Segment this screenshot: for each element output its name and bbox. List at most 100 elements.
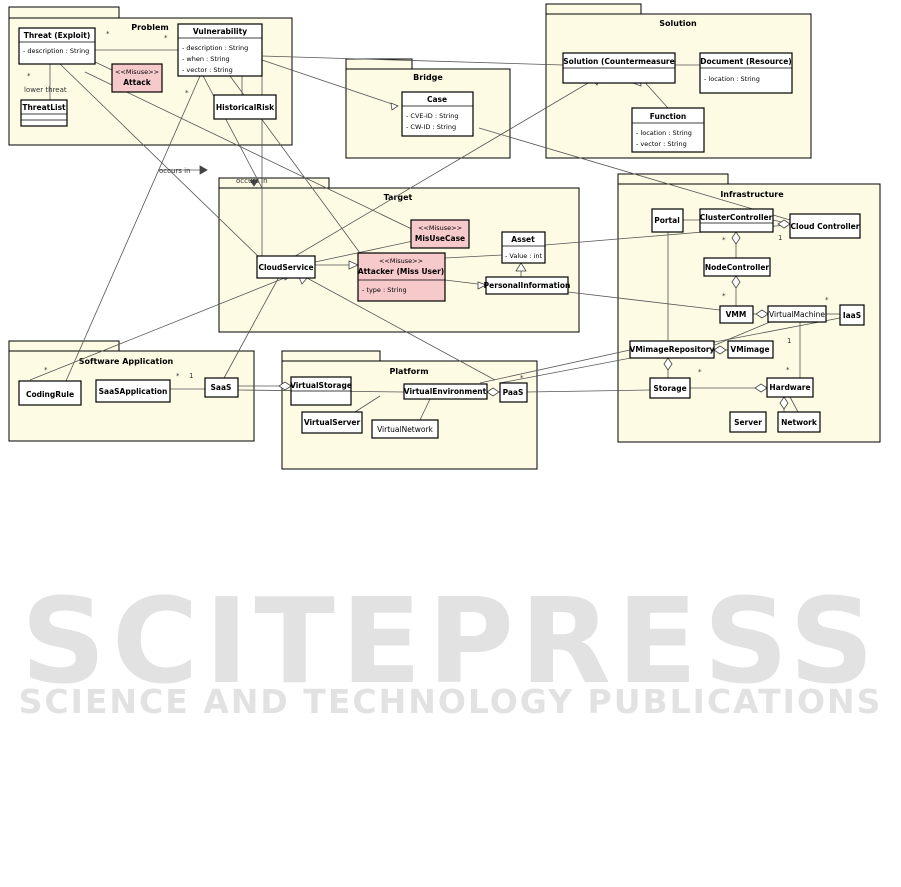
package-platform: Platform	[281, 350, 538, 470]
multiplicity-label: *	[185, 89, 189, 97]
class-attribute: - location : String	[704, 75, 760, 83]
class-misusecase[interactable]: <<Misuse>> MisUseCase	[410, 219, 470, 249]
class-name: Attacker (Miss User)	[358, 267, 444, 276]
package-title: Target	[384, 193, 413, 202]
relationship-markers	[199, 75, 791, 410]
multiplicity-label: *	[722, 292, 726, 300]
class-attribute: - when : String	[182, 55, 230, 63]
class-name: CloudService	[258, 263, 313, 272]
role-label: occurs in	[159, 167, 191, 175]
multiplicity-label: *	[825, 296, 829, 304]
class-name: SaaSApplication	[99, 387, 168, 396]
class-threat[interactable]: Threat (Exploit) - description : String	[18, 27, 96, 65]
class-virtualenvironment[interactable]: VirtualEnvironment	[403, 383, 488, 400]
class-attribute: - Value : int	[505, 252, 543, 260]
class-attribute: - description : String	[182, 44, 248, 52]
multiplicity-label: *	[176, 372, 180, 380]
class-saas[interactable]: SaaS	[204, 377, 239, 398]
class-name: Storage	[653, 384, 686, 393]
class-cloudcontroller[interactable]: Cloud Controller	[789, 213, 861, 239]
class-historicalrisk[interactable]: HistoricalRisk	[213, 94, 277, 120]
class-name: Hardware	[769, 383, 810, 392]
class-name: VMimage	[730, 345, 769, 354]
class-paas[interactable]: PaaS	[499, 382, 528, 403]
class-vulnerability[interactable]: Vulnerability - description : String - w…	[177, 23, 263, 77]
class-case[interactable]: Case - CVE-ID : String - CW-ID : String	[401, 91, 474, 137]
class-name: ClusterController	[700, 213, 773, 222]
package-title: Bridge	[413, 73, 443, 82]
class-personalinformation[interactable]: PersonalInformation	[484, 276, 571, 295]
class-iaas[interactable]: IaaS	[839, 304, 865, 326]
class-stereotype: <<Misuse>>	[418, 224, 462, 232]
class-name: Network	[781, 418, 818, 427]
multiplicity-label: *	[786, 366, 790, 374]
class-attribute: - location : String	[636, 129, 692, 137]
class-document[interactable]: Document (Resource) - location : String	[699, 52, 793, 94]
class-saasapplication[interactable]: SaaSApplication	[95, 379, 171, 403]
multiplicity-label: *	[164, 34, 168, 42]
class-storage[interactable]: Storage	[649, 377, 691, 399]
class-name: Portal	[654, 216, 680, 225]
class-virtualserver[interactable]: VirtualServer	[301, 411, 363, 434]
multiplicity-label: *	[106, 30, 110, 38]
class-attribute: - description : String	[23, 47, 89, 55]
class-name: VirtualNetwork	[377, 425, 433, 434]
class-virtualnetwork[interactable]: VirtualNetwork	[371, 419, 439, 439]
package-title: Solution	[659, 19, 697, 28]
class-attribute: - vector : String	[182, 66, 233, 74]
class-hardware[interactable]: Hardware	[766, 377, 814, 398]
role-label: lower threat	[24, 86, 67, 94]
class-name: MisUseCase	[415, 234, 465, 243]
class-clustercontroller[interactable]: ClusterController	[699, 208, 774, 233]
multiplicity-label: *	[722, 236, 726, 244]
multiplicity-label: 1	[189, 372, 193, 380]
class-name: PersonalInformation	[484, 281, 571, 290]
watermark-subtitle: SCIENCE AND TECHNOLOGY PUBLICATIONS	[18, 682, 883, 721]
class-threatlist[interactable]: ThreatList	[20, 99, 68, 127]
class-name: Cloud Controller	[791, 222, 860, 231]
class-name: NodeController	[705, 263, 770, 272]
class-function[interactable]: Function - location : String - vector : …	[631, 107, 705, 153]
class-asset[interactable]: Asset - Value : int	[501, 231, 546, 264]
class-name: PaaS	[503, 388, 524, 397]
class-nodecontroller[interactable]: NodeController	[703, 257, 771, 277]
class-portal[interactable]: Portal	[651, 208, 684, 233]
class-name: HistoricalRisk	[216, 103, 275, 112]
class-name: IaaS	[843, 311, 861, 320]
class-name: SaaS	[211, 383, 232, 392]
class-name: VirtualEnvironment	[404, 387, 487, 396]
class-name: Vulnerability	[193, 27, 247, 36]
class-name: Document (Resource)	[700, 57, 792, 66]
class-codingrule[interactable]: CodingRule	[18, 380, 82, 406]
class-attack[interactable]: <<Misuse>> Attack	[111, 63, 163, 93]
class-name: VirtualMachine	[769, 310, 825, 319]
class-attribute: - CW-ID : String	[406, 123, 456, 131]
class-name: Function	[650, 112, 687, 121]
class-virtualmachine[interactable]: VirtualMachine	[767, 305, 827, 323]
class-name: Attack	[123, 78, 151, 87]
multiplicity-label: *	[44, 366, 48, 374]
package-title: Problem	[131, 23, 169, 32]
package-title: Software Application	[79, 357, 174, 366]
class-name: Case	[427, 95, 447, 104]
class-attacker[interactable]: <<Misuse>> Attacker (Miss User) - type :…	[357, 252, 446, 302]
class-vmimagerepository[interactable]: VMimageRepository	[629, 340, 715, 359]
multiplicity-label: *	[698, 368, 702, 376]
class-cloudservice[interactable]: CloudService	[256, 255, 316, 279]
watermark-title: SCITEPRESS	[20, 572, 881, 710]
class-vmm[interactable]: VMM	[719, 305, 754, 324]
class-vmimage[interactable]: VMimage	[727, 340, 774, 359]
class-server[interactable]: Server	[729, 411, 767, 433]
class-name: Threat (Exploit)	[24, 31, 91, 40]
multiplicity-label: 1	[787, 337, 791, 345]
class-name: VMM	[726, 310, 747, 319]
class-name: Solution (Countermeasure	[563, 57, 674, 66]
class-solution-countermeasure[interactable]: Solution (Countermeasure	[562, 52, 676, 84]
class-network[interactable]: Network	[777, 411, 821, 433]
class-attribute: - vector : String	[636, 140, 687, 148]
class-stereotype: <<Misuse>>	[379, 257, 423, 265]
class-name: VMimageRepository	[630, 345, 715, 354]
class-virtualstorage[interactable]: VirtualStorage	[290, 376, 352, 406]
class-attribute: - CVE-ID : String	[406, 112, 459, 120]
